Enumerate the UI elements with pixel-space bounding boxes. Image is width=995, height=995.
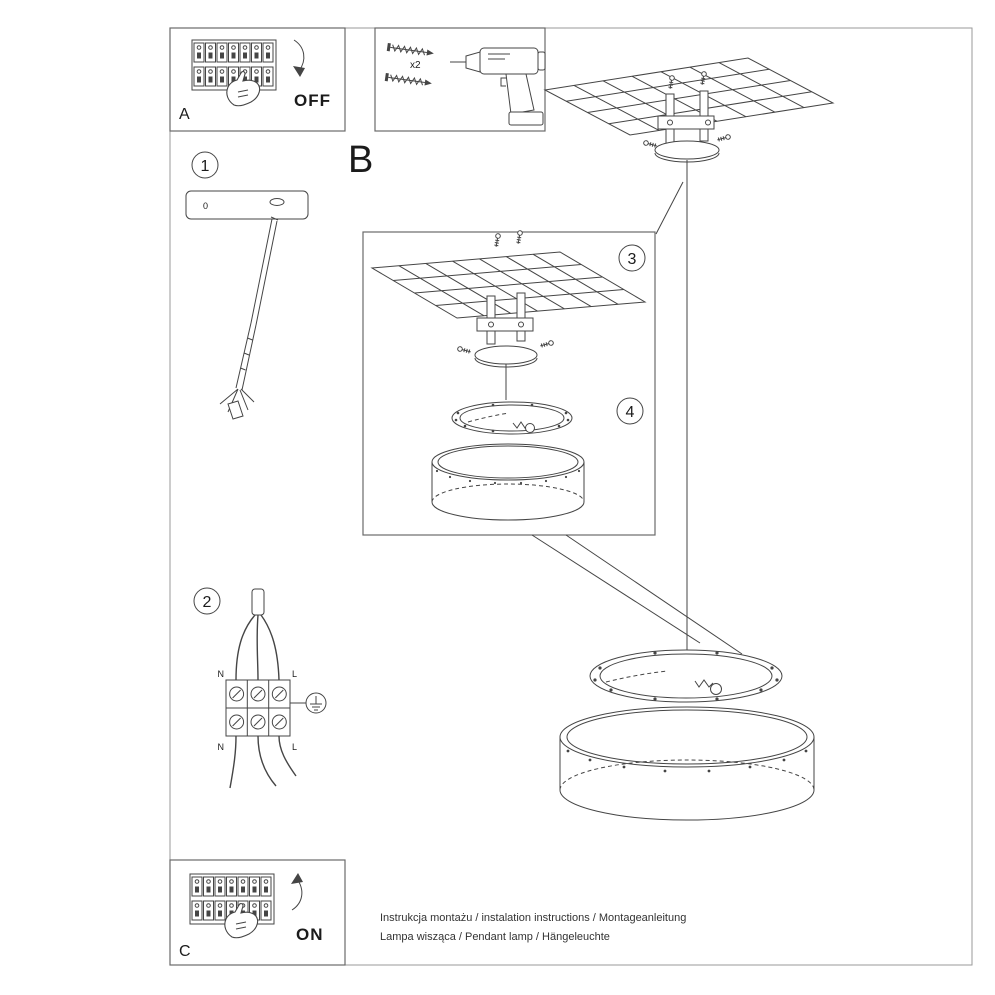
ceiling-assembly: [545, 58, 833, 651]
shade-perforations: [435, 469, 581, 485]
cable-grip-icon: [710, 683, 722, 695]
pendant-lamp: [559, 649, 815, 821]
terminal-screws: [229, 686, 287, 730]
mounting-bracket-detail: [476, 292, 534, 345]
screw-icon: [642, 139, 658, 149]
label-n-bottom: N: [218, 742, 225, 752]
step-4-number: 4: [626, 404, 635, 421]
mounting-plate-illustration: 0: [185, 190, 309, 220]
breaker-panel-illustration: [190, 872, 304, 939]
screw-icon: [493, 232, 502, 248]
off-label: OFF: [294, 91, 331, 110]
tools-box: x2: [374, 27, 546, 132]
arrow-up-icon: [290, 872, 304, 911]
screw-icon: [386, 42, 435, 58]
wall-plug-icon: [384, 72, 433, 88]
step-1-number: 1: [201, 158, 210, 175]
screw-icon: [539, 339, 555, 349]
cable-grip-icon: [525, 423, 535, 433]
screw-icon: [716, 133, 732, 143]
plate-mark: 0: [203, 201, 208, 211]
step-3-number: 3: [628, 251, 637, 268]
canopy: [654, 140, 720, 163]
wall-anchor-illustration: [219, 216, 279, 420]
page-frame: [169, 27, 973, 966]
section-b-label: B: [348, 139, 373, 181]
breaker-off-box: A OFF: [169, 27, 346, 132]
lamp-ring: [589, 649, 783, 703]
leader-lines: [531, 181, 743, 655]
breaker-on-box: C ON: [169, 859, 346, 966]
footer-line-1: Instrukcja montażu / instalation instruc…: [380, 912, 686, 924]
mounting-bracket: [657, 90, 715, 145]
screw-icon: [456, 345, 472, 355]
drill-icon: [450, 47, 546, 126]
box-a-label: A: [179, 106, 190, 123]
lamp-shade: [559, 706, 815, 821]
lamp-ring-detail: [451, 401, 573, 435]
label-n-top: N: [218, 669, 225, 679]
step-2-wiring: 2 N L N L: [193, 587, 327, 789]
breaker-panel-illustration: [192, 39, 306, 107]
shade-perforations: [566, 749, 808, 773]
screw-count-label: x2: [410, 60, 421, 71]
footer-line-2: Lampa wisząca / Pendant lamp / Hängeleuc…: [380, 931, 610, 943]
lamp-shade-detail: [431, 443, 585, 521]
detail-box: 3 4: [363, 230, 655, 536]
canopy-detail: [474, 345, 538, 368]
wiring-illustration: N L N L: [218, 588, 327, 789]
footer: Instrukcja montażu / instalation instruc…: [380, 912, 686, 943]
label-l-bottom: L: [292, 742, 297, 752]
step-1-anchor: 1 0: [185, 151, 309, 420]
step-2-number: 2: [203, 594, 212, 611]
label-l-top: L: [292, 669, 297, 679]
ground-symbol: [290, 692, 327, 714]
ring-holes: [593, 651, 779, 701]
arrow-down-icon: [292, 39, 306, 78]
on-label: ON: [296, 925, 324, 944]
ring-holes: [454, 403, 570, 433]
ceiling-panel-detail: [372, 252, 645, 318]
box-c-label: C: [179, 943, 191, 960]
